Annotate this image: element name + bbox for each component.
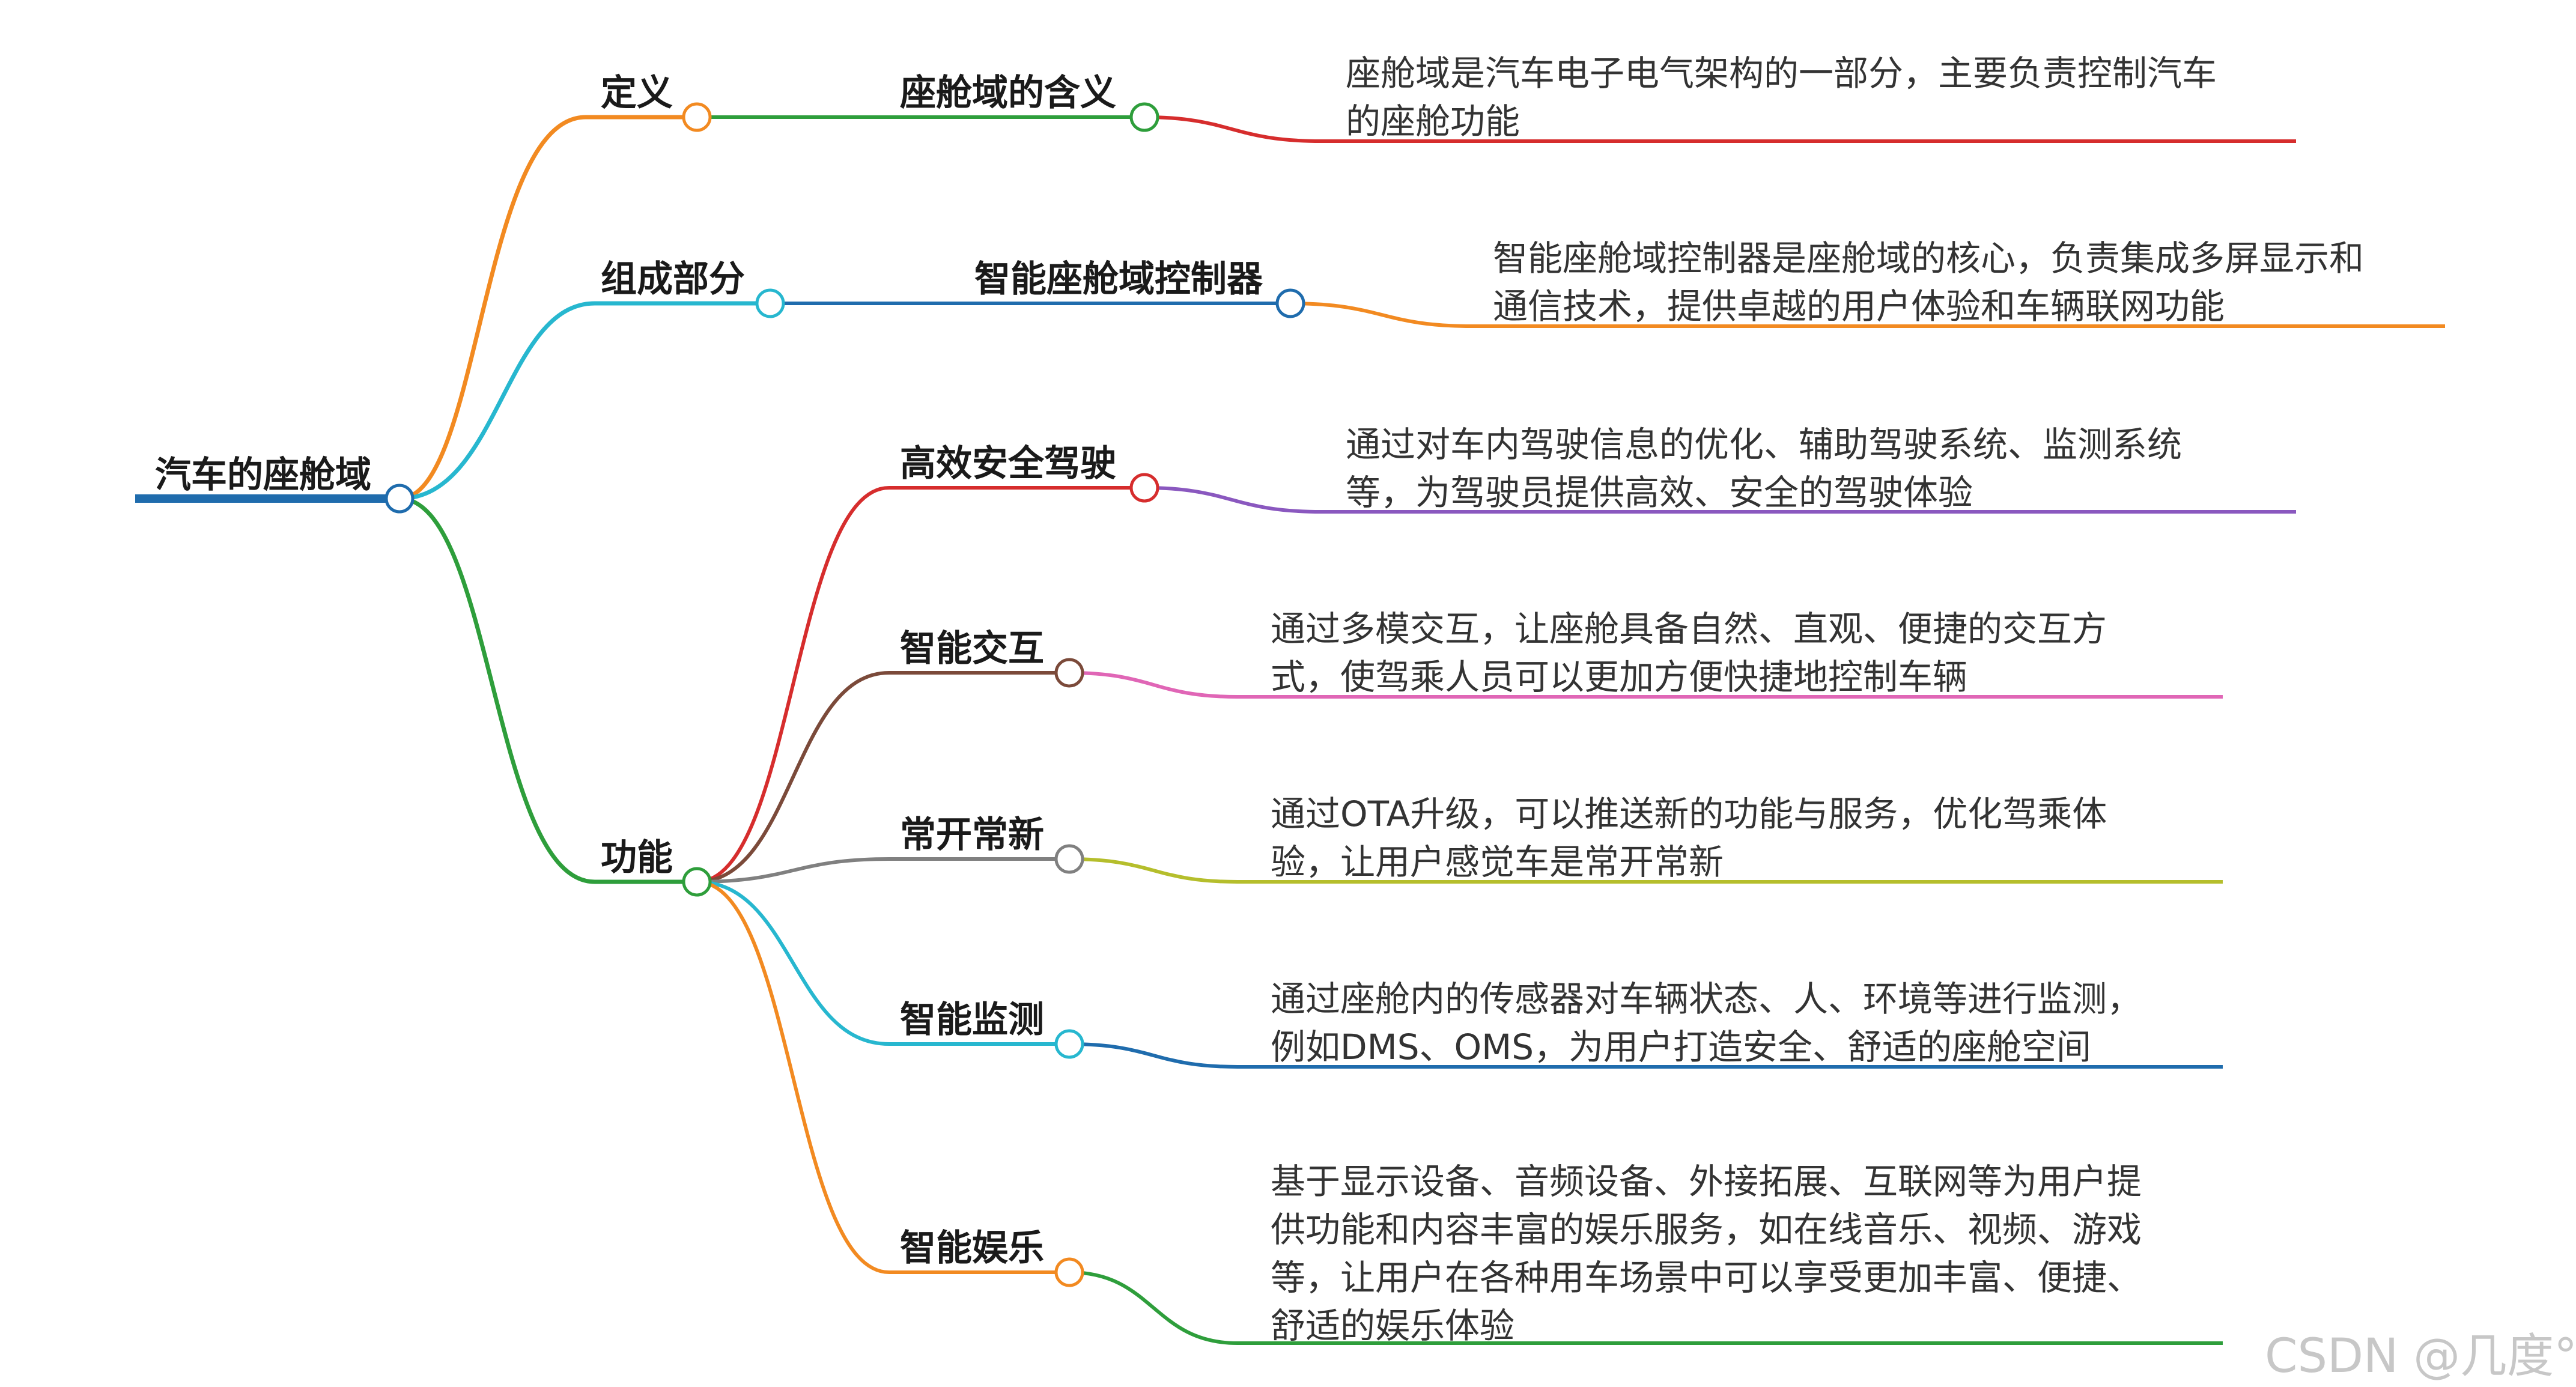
description-line: 通过OTA升级，可以推送新的功能与服务，优化驾乘体 <box>1271 794 2107 834</box>
description-line: 通过对车内驾驶信息的优化、辅助驾驶系统、监测系统 <box>1346 424 2183 465</box>
connector-functions-f2 <box>696 671 1069 884</box>
f1-node-circle[interactable] <box>1129 473 1159 503</box>
connector-functions-f5 <box>696 880 1069 1274</box>
definition-child-node-circle[interactable] <box>1129 102 1159 132</box>
root-node-circle[interactable] <box>384 484 415 514</box>
f2-description: 通过多模交互，让座舱具备自然、直观、便捷的交互方 式，使驾乘人员可以更加方便快捷… <box>1271 605 2107 701</box>
description-line: 通过多模交互，让座舱具备自然、直观、便捷的交互方 <box>1271 609 2107 649</box>
definition-node-circle[interactable] <box>682 102 712 132</box>
definition-label[interactable]: 定义 <box>601 72 673 114</box>
description-line: 验，让用户感觉车是常开常新 <box>1271 842 1724 882</box>
description-line: 智能座舱域控制器是座舱域的核心，负责集成多屏显示和 <box>1493 238 2365 279</box>
root-label[interactable]: 汽车的座舱域 <box>155 454 371 496</box>
connector-root-definition <box>399 115 697 501</box>
connector-f3-leaf <box>1069 857 2223 884</box>
f2-label[interactable]: 智能交互 <box>900 628 1044 670</box>
description-line: 例如DMS、OMS，为用户打造安全、舒适的座舱空间 <box>1271 1027 2092 1067</box>
description-line: 基于显示设备、音频设备、外接拓展、互联网等为用户提 <box>1271 1161 2142 1202</box>
connector-root-components <box>399 301 770 501</box>
f4-description: 通过座舱内的传感器对车辆状态、人、环境等进行监测， 例如DMS、OMS，为用户打… <box>1271 975 2142 1071</box>
f1-label[interactable]: 高效安全驾驶 <box>900 443 1116 485</box>
connector-functions-f1 <box>696 486 1144 884</box>
description-line: 等，让用户在各种用车场景中可以享受更加丰富、便捷、 <box>1271 1257 2142 1298</box>
connector-definition-leaf <box>1144 115 2296 143</box>
f2-node-circle[interactable] <box>1054 658 1084 688</box>
definition-child-label[interactable]: 座舱域的含义 <box>900 72 1116 114</box>
f5-label[interactable]: 智能娱乐 <box>900 1227 1044 1269</box>
description-line: 通信技术，提供卓越的用户体验和车辆联网功能 <box>1493 286 2225 327</box>
f1-description: 通过对车内驾驶信息的优化、辅助驾驶系统、监测系统 等，为驾驶员提供高效、安全的驾… <box>1346 420 2182 517</box>
description-line: 供功能和内容丰富的娱乐服务，如在线音乐、视频、游戏 <box>1271 1209 2142 1250</box>
description-line: 座舱域是汽车电子电气架构的一部分，主要负责控制汽车 <box>1346 53 2217 94</box>
components-child-node-circle[interactable] <box>1275 288 1305 318</box>
f4-node-circle[interactable] <box>1054 1029 1084 1059</box>
components-description: 智能座舱域控制器是座舱域的核心，负责集成多屏显示和 通信技术，提供卓越的用户体验… <box>1493 234 2364 330</box>
components-label[interactable]: 组成部分 <box>601 258 745 300</box>
connector-root-functions <box>399 496 697 884</box>
functions-node-circle[interactable] <box>682 867 712 897</box>
watermark: CSDN @几度° <box>2265 1329 2576 1383</box>
connector-f5-leaf <box>1069 1270 2223 1345</box>
functions-label[interactable]: 功能 <box>601 837 673 879</box>
description-line: 通过座舱内的传感器对车辆状态、人、环境等进行监测， <box>1271 979 2142 1019</box>
f3-description: 通过OTA升级，可以推送新的功能与服务，优化驾乘体 验，让用户感觉车是常开常新 <box>1271 790 2107 886</box>
f4-label[interactable]: 智能监测 <box>900 999 1044 1041</box>
definition-description: 座舱域是汽车电子电气架构的一部分，主要负责控制汽车 的座舱功能 <box>1346 49 2217 145</box>
description-line: 等，为驾驶员提供高效、安全的驾驶体验 <box>1346 472 1973 513</box>
description-line: 式，使驾乘人员可以更加方便快捷地控制车辆 <box>1271 657 1968 697</box>
connector-components-leaf <box>1290 302 2445 328</box>
connector-functions-f3 <box>696 857 1069 884</box>
description-line: 的座舱功能 <box>1346 101 1520 142</box>
connector-f4-leaf <box>1069 1042 2223 1069</box>
f3-label[interactable]: 常开常新 <box>900 814 1044 856</box>
components-node-circle[interactable] <box>755 288 785 318</box>
f5-node-circle[interactable] <box>1054 1257 1084 1287</box>
components-child-label[interactable]: 智能座舱域控制器 <box>974 258 1263 300</box>
connector-functions-f4 <box>696 880 1069 1046</box>
f3-node-circle[interactable] <box>1054 844 1084 874</box>
connector-f1-leaf <box>1144 486 2296 514</box>
connector-f2-leaf <box>1069 671 2223 699</box>
description-line: 舒适的娱乐体验 <box>1271 1305 1515 1346</box>
f5-description: 基于显示设备、音频设备、外接拓展、互联网等为用户提 供功能和内容丰富的娱乐服务，… <box>1271 1158 2142 1350</box>
